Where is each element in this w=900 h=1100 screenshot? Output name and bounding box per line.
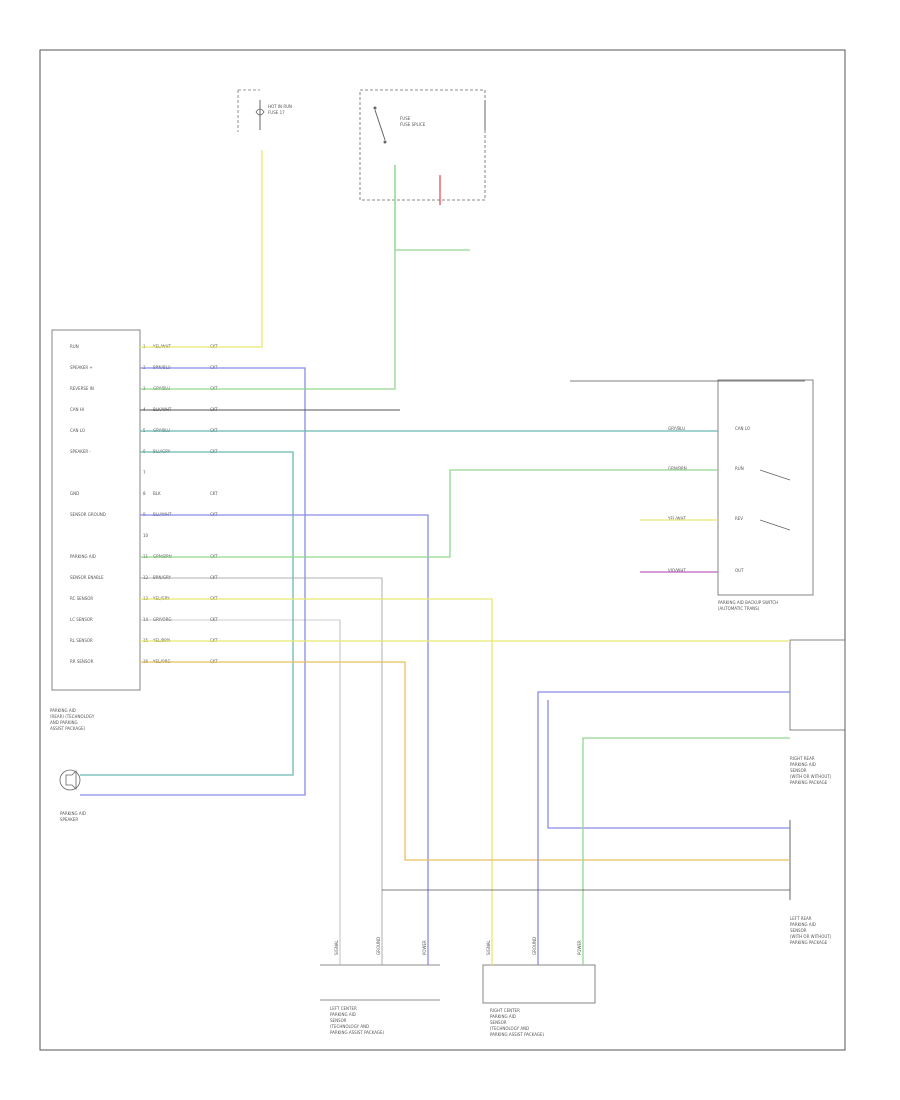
module-pin-wire: BRN/GRY [153,575,171,580]
module-pin-name: CAN LO [70,428,85,433]
module-label-2: (REAR) (TECHNOLOGY [50,714,95,719]
rear-right-label-2: PARKING AID [790,762,816,767]
rear-left-sensor: LEFT REAR PARKING AID SENSOR (WITH OR WI… [789,820,832,945]
module-pin-number: 14 [143,617,149,622]
wire-sensor-enable [140,577,383,965]
rear-right-sensor: RIGHT REAR PARKING AID SENSOR (WITH OR W… [789,639,846,785]
module-label-4: ASSIST PACKAGE) [50,726,86,731]
rear-right-label-1: RIGHT REAR [790,756,815,761]
relay-pin-list: CAN LO GRY/BLU RUN GRN/BRN REV YEL/WHT OUT VIO/… [667,426,750,573]
sensor-pin-label: POWER [577,940,582,955]
right-center-label-1: RIGHT CENTER [490,1008,520,1013]
rear-left-label-5: PARKING PACKAGE [790,940,828,945]
backup-switch: CAN LO GRY/BLU RUN GRN/BRN REV YEL/WHT OUT VIO/… [667,379,814,611]
relay-pin-name: RUN [735,466,744,471]
module-label-3: AND PARKING [50,720,78,725]
module-pin-number: 7 [143,470,146,475]
module-pin-name: PARKING AID [70,554,96,559]
wire-lc-sensor [140,619,341,965]
module-pin-wire: GRY/ORG [153,617,171,622]
right-center-sensor: RIGHT CENTER PARKING AID SENSOR (TECHNOL… [482,964,596,1037]
rear-right-label-5: PARKING PACKAGE [790,780,828,785]
module-pin-number: 10 [143,533,149,538]
module-pin-dest: CKT [210,617,218,622]
relay-pin-name: OUT [735,568,744,573]
left-center-label-5: PARKING ASSIST PACKAGE) [330,1030,385,1035]
wire-rear-gnd [582,737,790,965]
right-center-label-5: PARKING ASSIST PACKAGE) [490,1032,545,1037]
sensor-pin-label: SIGNAL [486,939,491,955]
relay-pin-wire: GRY/BLU [668,426,685,431]
module-pin-name: LC SENSOR [70,617,93,622]
wire-harness: SIGNAL GROUND POWER SIGNAL GROUND POWER [80,150,805,965]
wire-fuse-tap [394,165,470,251]
rear-left-label-2: PARKING AID [790,922,816,927]
right-center-label-2: PARKING AID [490,1014,516,1019]
left-center-label-1: LEFT CENTER [330,1006,357,1011]
left-center-label-3: SENSOR [330,1018,347,1023]
wire-rear-sig2 [547,700,790,829]
module-pin-name: RUN [70,344,79,349]
relay-label-1: PARKING AID BACKUP SWITCH [718,600,778,605]
module-pin-name: SPEAKER - [70,449,91,454]
left-center-label-4: (TECHNOLOGY AND [330,1024,369,1029]
wire-rear-sig [537,691,790,965]
rear-left-label-1: LEFT REAR [790,916,812,921]
relay-pin-wire: GRN/BRN [668,466,687,471]
left-center-sensor: LEFT CENTER PARKING AID SENSOR (TECHNOLO… [320,964,440,1035]
diagram-frame [39,49,846,1051]
rear-right-label-4: (WITH OR WITHOUT) [790,774,832,779]
relay-pin-wire: VIO/WHT [668,568,686,573]
wire-speaker-plus [80,367,306,796]
rear-left-label-4: (WITH OR WITHOUT) [790,934,832,939]
module-pin-dest: CKT [210,575,218,580]
sensor-pin-label: POWER [422,940,427,955]
wire-reverse-in [140,165,396,390]
fuse1-text-2: FUSE 17 [268,110,285,115]
fuse-block-1: HOT IN RUN FUSE 17 [237,89,292,132]
speaker-label-1: PARKING AID [60,811,86,816]
relay-pin-wire: YEL/WHT [667,516,687,521]
left-center-label-2: PARKING AID [330,1012,356,1017]
relay-label-2: (AUTOMATIC TRANS) [718,606,760,611]
module-pin-name: CAN HI [70,407,84,412]
module-pin-name: RL SENSOR [70,638,93,643]
wire-sensor-ground [140,514,429,965]
fuse-block-2: FUSE FUSE SPLICE [359,89,486,201]
wire-rc-sensor [140,598,493,965]
module-pin-name: RC SENSOR [70,596,93,601]
fuse2-text-2: FUSE SPLICE [400,122,426,127]
module-label-1: PARKING AID [50,708,76,713]
sensor-pin-label: GROUND [532,937,537,955]
speaker: PARKING AID SPEAKER [59,769,86,822]
module-pin-name: SENSOR GROUND [70,512,106,517]
fuse1-text-1: HOT IN RUN [268,104,292,109]
wire-rr-sensor [140,661,790,861]
module-pin-name: SPEAKER + [70,365,93,370]
module-pin-name: GND [70,491,79,496]
module-pin-name: REVERSE IN [70,386,94,391]
right-center-label-4: (TECHNOLOGY AND [490,1026,529,1031]
right-center-label-3: SENSOR [490,1020,507,1025]
module-pin-number: 8 [143,491,146,496]
module-pin-number: 12 [143,575,149,580]
sensor-pin-label: SIGNAL [334,939,339,955]
wire-run [140,150,263,348]
module-pin-name: RR SENSOR [70,659,94,664]
rear-left-label-3: SENSOR [790,928,807,933]
wire-parking-aid [140,469,718,558]
module-pin-name: SENSOR ENABLE [70,575,104,580]
rear-right-label-3: SENSOR [790,768,807,773]
module-pin-wire: BLK [153,491,161,496]
relay-pin-name: REV [735,516,743,521]
module-pin-dest: CKT [210,491,218,496]
relay-pin-name: CAN LO [735,426,750,431]
fuse2-text-1: FUSE [400,116,411,121]
sensor-pin-label: GROUND [376,937,381,955]
wire-speaker-minus [80,451,294,776]
speaker-label-2: SPEAKER [60,817,78,822]
